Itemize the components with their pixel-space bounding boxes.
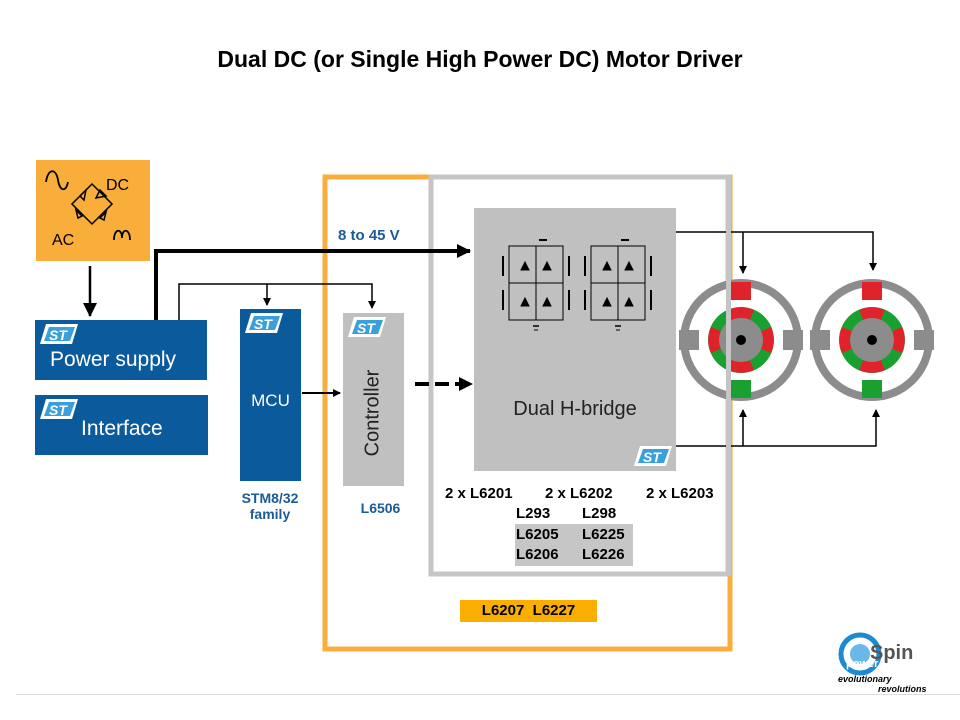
power-supply-block: ST Power supply — [35, 320, 207, 380]
logo-tagline-1: evolutionary — [838, 674, 892, 684]
mcu-block: ST MCU — [240, 309, 301, 481]
gray-frame-right-edge — [726, 175, 731, 576]
logo-spin-text: Spin — [870, 642, 914, 664]
ac-label: AC — [52, 232, 75, 249]
interface-block: ST Interface — [35, 395, 208, 455]
svg-text:ST: ST — [49, 402, 68, 418]
svg-text:ST: ST — [357, 320, 376, 336]
st-logo-icon: ST — [245, 313, 283, 333]
part-l6205: L6205 — [516, 526, 559, 543]
power-bus-line — [154, 244, 471, 320]
logic-supply-line — [178, 283, 376, 320]
part-l293: L293 — [516, 505, 551, 522]
part-l6225: L6225 — [582, 526, 625, 543]
logo-power-text: power — [846, 658, 879, 670]
footer-divider — [16, 694, 960, 695]
part-l6202: 2 x L6202 — [545, 485, 613, 502]
controller-label: Controller — [361, 369, 384, 457]
diagram-title: Dual DC (or Single High Power DC) Motor … — [217, 46, 743, 72]
motor-top-wire — [676, 231, 877, 271]
controller-caption: L6506 — [360, 500, 401, 516]
voltage-label: 8 to 45 V — [338, 227, 400, 244]
interface-label: Interface — [81, 417, 163, 440]
hbridge-label: Dual H-bridge — [513, 398, 637, 420]
svg-text:ST: ST — [643, 449, 662, 465]
parts-highlight — [515, 524, 633, 566]
svg-text:ST: ST — [49, 327, 68, 343]
logo-tagline-2: revolutions — [878, 684, 927, 694]
hbridge-block: Dual H-bridge ST — [474, 208, 676, 471]
controller-block: ST Controller — [343, 313, 404, 486]
power-supply-label: Power supply — [50, 348, 177, 371]
mcu-caption-line2: family — [249, 506, 291, 522]
part-l6206: L6206 — [516, 546, 559, 563]
integrated-parts-badge: L6207 L6227 — [460, 600, 597, 622]
part-l6226: L6226 — [582, 546, 625, 563]
hbridge-schematic-icon — [502, 239, 652, 331]
svg-text:ST: ST — [254, 316, 273, 332]
dc-motor-icon-1 — [679, 279, 803, 401]
powerspin-logo: Spin power evolutionary revolutions — [838, 632, 938, 696]
st-logo-icon: ST — [40, 324, 78, 344]
motor-bottom-wire — [676, 409, 880, 447]
st-logo-icon: ST — [40, 399, 78, 419]
dc-label: DC — [106, 177, 130, 194]
part-l6201: 2 x L6201 — [445, 485, 513, 502]
mcu-label: MCU — [251, 391, 290, 410]
rectifier-block: DC AC — [36, 160, 150, 261]
bridge-rectifier-icon — [45, 170, 131, 241]
st-logo-icon: ST — [348, 317, 386, 337]
mcu-caption-line1: STM8/32 — [241, 490, 299, 506]
st-logo-icon: ST — [634, 446, 672, 466]
motors — [679, 279, 934, 401]
mcu-caption: STM8/32 family — [220, 490, 320, 522]
part-l6203: 2 x L6203 — [646, 485, 714, 502]
spin-swirl-icon — [838, 632, 882, 676]
part-l298: L298 — [582, 505, 617, 522]
dc-motor-icon-2 — [810, 279, 934, 401]
